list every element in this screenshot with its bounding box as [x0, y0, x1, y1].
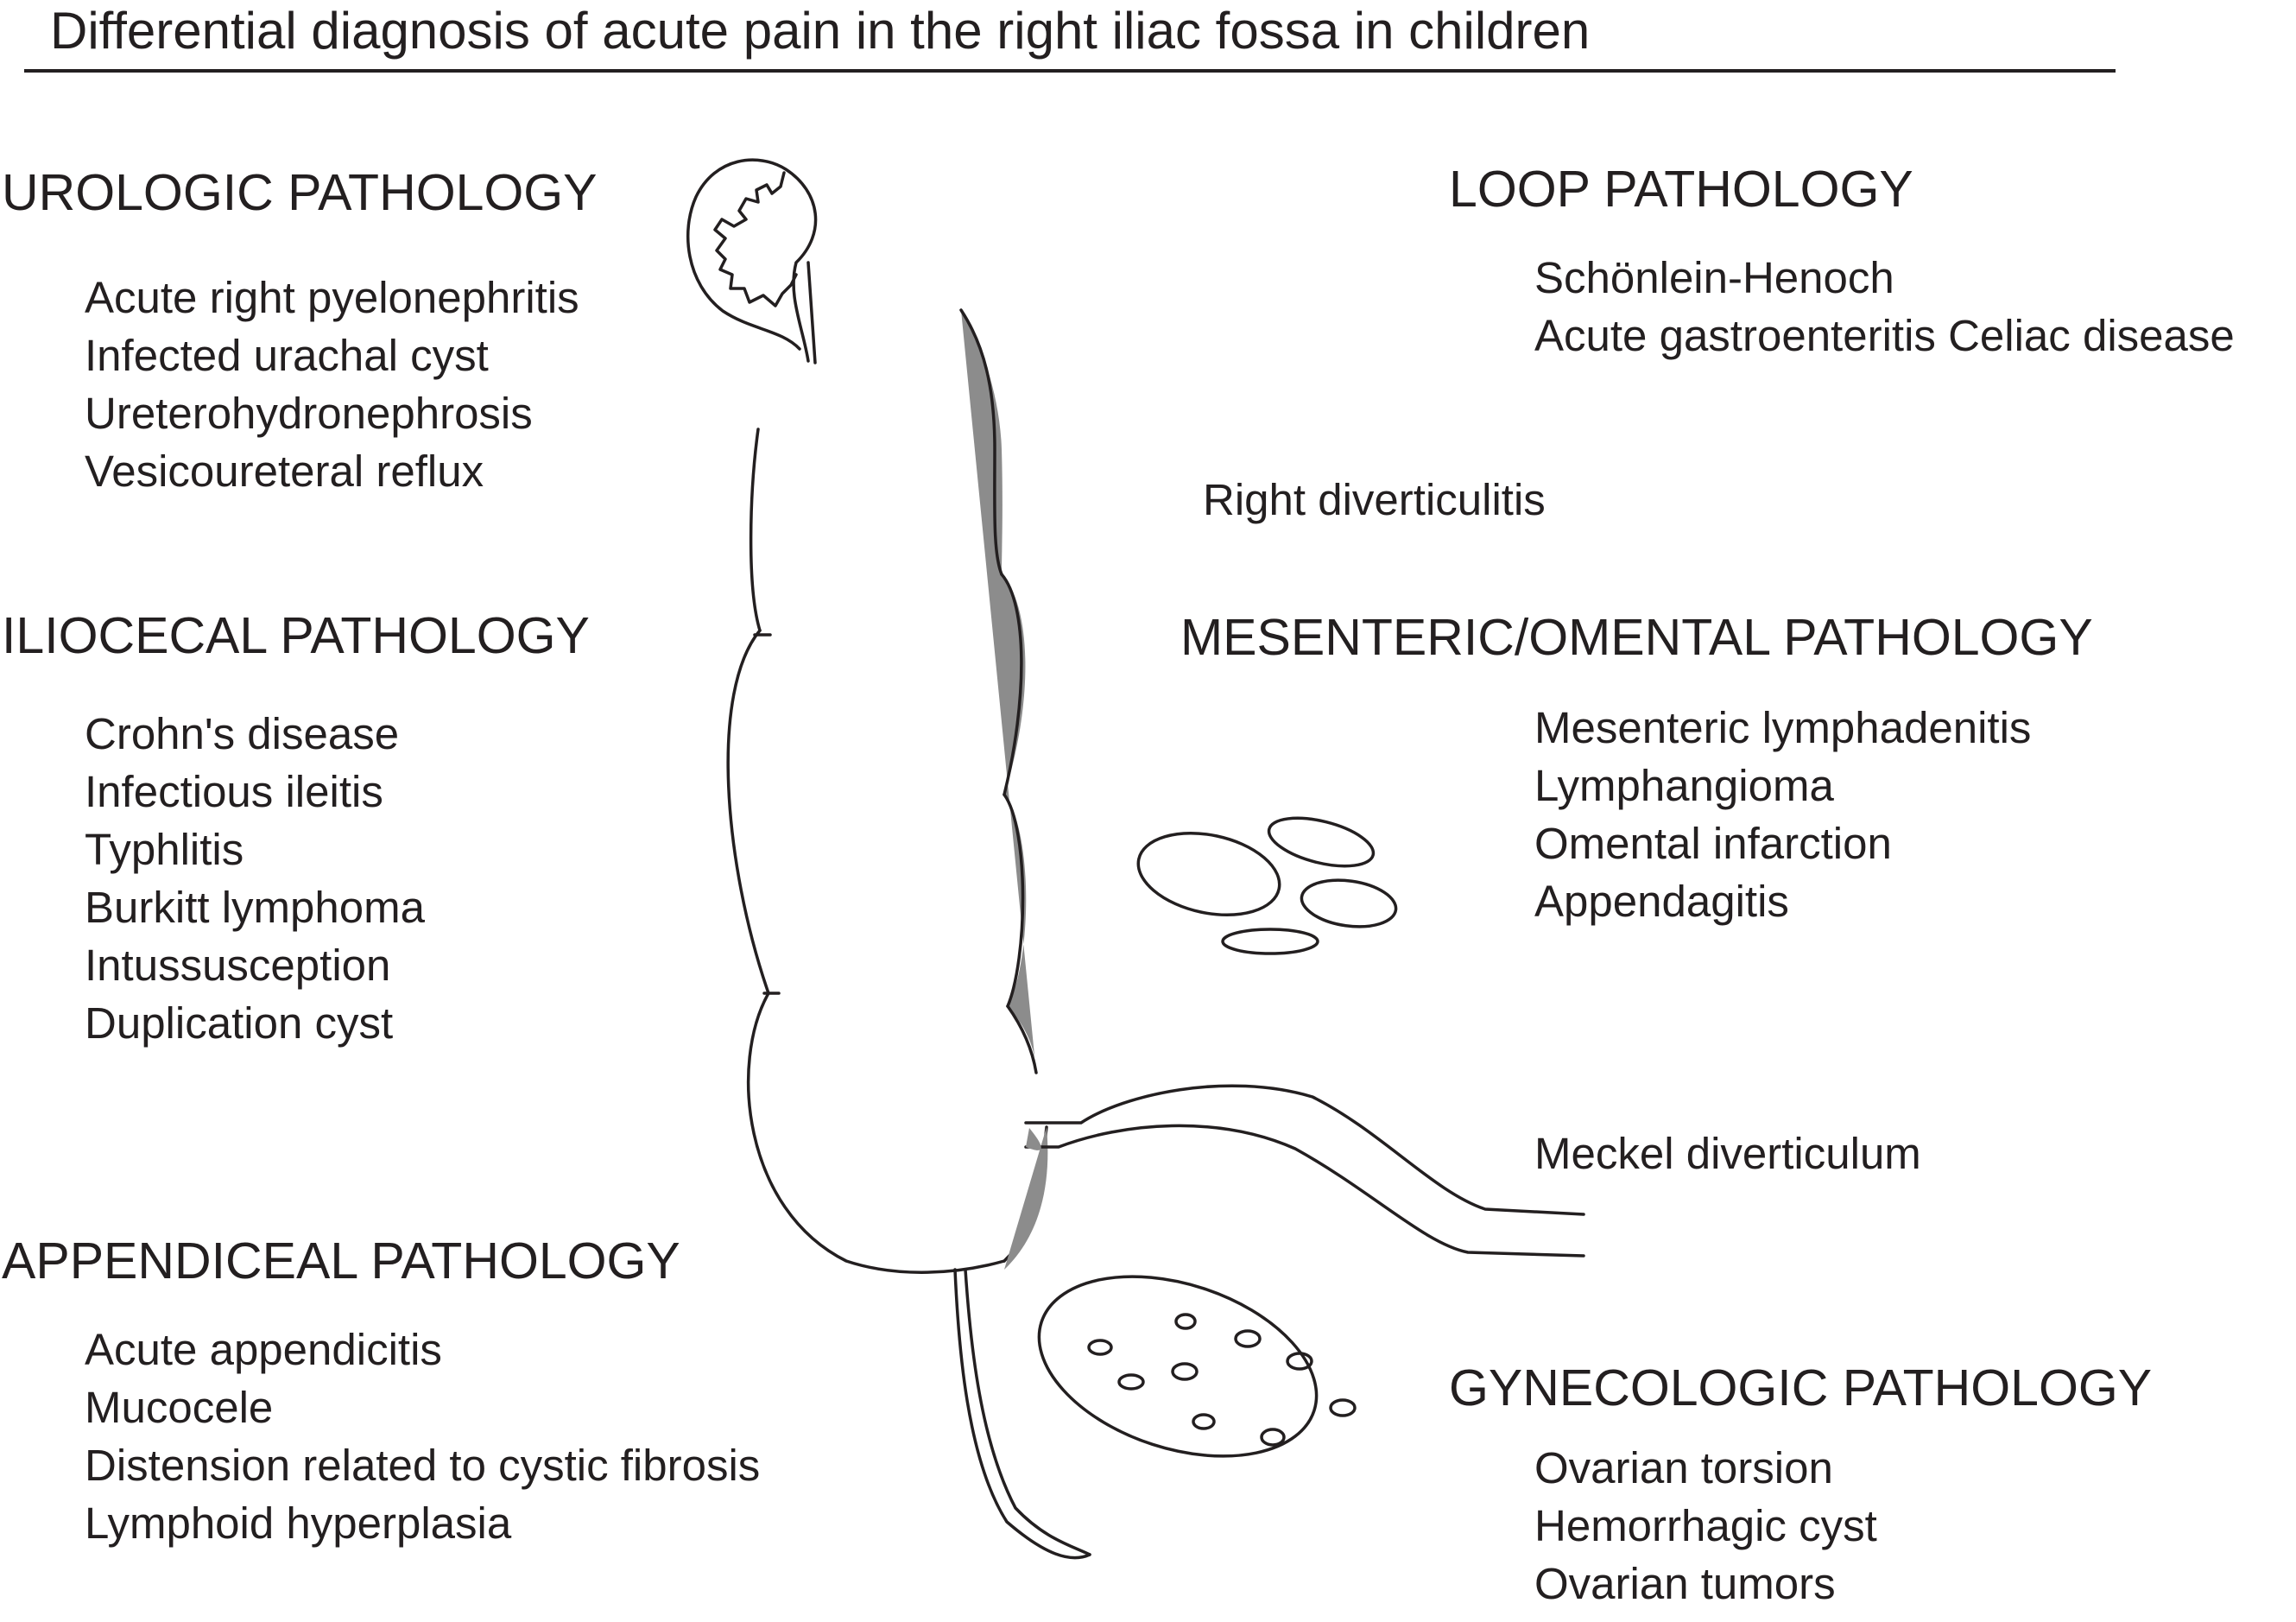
loop-list: Schönlein-Henoch Acute gastroenteritis C…	[1534, 249, 2235, 364]
appendiceal-list: Acute appendicitis Mucocele Distension r…	[85, 1321, 760, 1552]
list-item: Acute appendicitis	[85, 1325, 442, 1374]
mesenteric-heading: MESENTERIC/OMENTAL PATHOLOGY	[1180, 609, 2093, 666]
list-item: Infected urachal cyst	[85, 331, 489, 380]
list-item: Lymphoid hyperplasia	[85, 1498, 512, 1548]
iliocecal-heading: ILIOCECAL PATHOLOGY	[2, 607, 590, 664]
kidney-illustration	[686, 158, 818, 364]
gynecologic-heading: GYNECOLOGIC PATHOLOGY	[1449, 1359, 2153, 1416]
list-item: Distension related to cystic fibrosis	[85, 1441, 761, 1490]
gynecologic-list: Ovarian torsion Hemorrhagic cyst Ovarian…	[1534, 1439, 1877, 1612]
list-item: Crohn's disease	[85, 709, 400, 758]
list-item: Typhlitis	[85, 825, 244, 874]
list-item: Acute gastroenteritis Celiac disease	[1534, 311, 2235, 360]
loop-heading: LOOP PATHOLOGY	[1449, 161, 1913, 218]
list-item: Appendagitis	[1534, 877, 1789, 926]
title-underline	[24, 69, 2116, 73]
ovary-illustration	[1037, 1275, 1357, 1458]
list-item: Ovarian tumors	[1534, 1559, 1836, 1608]
list-item: Ureterohydronephrosis	[85, 389, 533, 438]
list-item: Infectious ileitis	[85, 767, 383, 816]
mesenteric-list: Mesenteric lymphadenitis Lymphangioma Om…	[1534, 699, 2031, 930]
list-item: Mucocele	[85, 1383, 274, 1432]
list-item: Acute right pyelonephritis	[85, 273, 579, 322]
list-item: Omental infarction	[1534, 819, 1892, 868]
urologic-heading: UROLOGIC PATHOLOGY	[2, 164, 598, 221]
list-item: Hemorrhagic cyst	[1534, 1501, 1877, 1550]
lymph-nodes-illustration	[1136, 816, 1398, 955]
appendiceal-heading: APPENDICEAL PATHOLOGY	[2, 1232, 680, 1289]
list-item: Vesicoureteral reflux	[85, 447, 484, 496]
urologic-list: Acute right pyelonephritis Infected urac…	[85, 269, 579, 500]
appendix-illustration	[953, 1268, 1091, 1560]
colon-illustration	[726, 308, 1048, 1274]
list-item: Mesenteric lymphadenitis	[1534, 703, 2032, 752]
diagram-title: Differential diagnosis of acute pain in …	[50, 2, 1591, 60]
right-diverticulitis-label: Right diverticulitis	[1203, 475, 1546, 524]
meckel-label: Meckel diverticulum	[1534, 1129, 1921, 1178]
list-item: Ovarian torsion	[1534, 1443, 1833, 1492]
iliocecal-list: Crohn's disease Infectious ileitis Typhl…	[85, 705, 425, 1052]
list-item: Intussusception	[85, 941, 391, 990]
ileum-illustration	[1024, 1084, 1585, 1258]
list-item: Burkitt lymphoma	[85, 883, 425, 932]
list-item: Lymphangioma	[1534, 761, 1834, 810]
list-item: Schönlein-Henoch	[1534, 253, 1894, 302]
list-item: Duplication cyst	[85, 998, 394, 1048]
